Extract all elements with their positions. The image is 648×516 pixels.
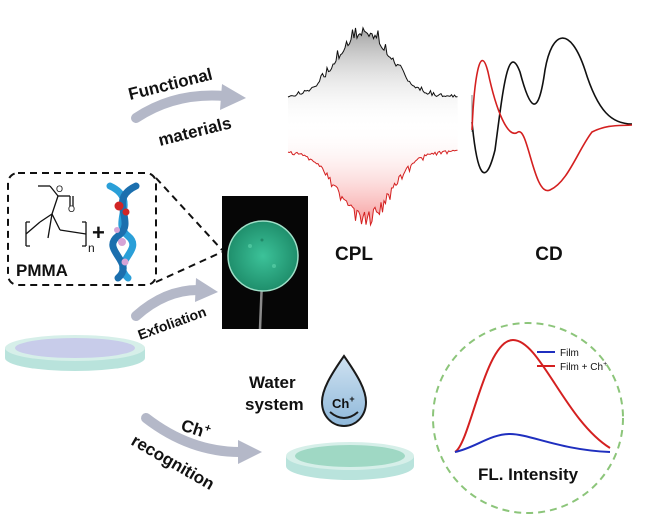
fl-intensity-label: FL. Intensity — [478, 465, 579, 484]
pmma-label: PMMA — [16, 261, 68, 280]
water-label-line2: system — [245, 395, 304, 414]
leader-line-bottom — [155, 251, 223, 283]
cpl-red-fill — [288, 124, 458, 225]
legend-film-ch-label: Film + Ch+ — [560, 361, 607, 373]
leader-line-top — [155, 177, 223, 251]
arrow-exfoliation-group: Exfoliation — [131, 278, 218, 343]
film-photo — [222, 196, 308, 330]
fl-red-curve — [454, 338, 611, 453]
water-drop-icon: Ch+ — [320, 354, 368, 428]
pmma-subscript-n: n — [88, 241, 95, 255]
cd-label: CD — [535, 244, 562, 265]
cd-spectra: CD — [471, 37, 633, 265]
pmma-helix-box: O O n + PMMA — [7, 172, 223, 286]
water-system-group: Water system Ch+ — [245, 354, 368, 428]
arrow-head — [238, 440, 262, 464]
curved-arrow-icon — [141, 413, 245, 457]
cpl-black-fill — [288, 27, 458, 130]
arrow-recognition-group: Ch+ recognition — [128, 413, 262, 494]
pmma-structure-icon — [25, 185, 87, 247]
cpl-black-trace — [287, 26, 458, 98]
arrow-head — [220, 84, 246, 110]
legend-film-label: Film — [560, 348, 579, 359]
cd-red-trace — [471, 59, 633, 192]
dna-helix-icon — [106, 182, 140, 282]
cd-black-trace — [471, 37, 633, 174]
cpl-spectra: CPL — [287, 26, 458, 265]
curved-arrow-icon — [131, 90, 230, 123]
cpl-red-trace — [287, 149, 458, 227]
svg-text:Ch+: Ch+ — [332, 394, 355, 411]
arrow-head — [195, 278, 218, 302]
substrate-disk-bottom — [286, 442, 414, 480]
fl-intensity-panel: Film Film + Ch+ FL. Intensity — [432, 322, 624, 514]
fl-blue-curve — [454, 432, 611, 453]
plus-sign: + — [92, 220, 105, 245]
water-label-line1: Water — [249, 373, 296, 392]
dashed-circle — [432, 322, 624, 514]
arrow-functional-group: Functional materials — [126, 65, 246, 150]
cpl-label: CPL — [335, 244, 373, 265]
substrate-disk-left — [5, 335, 145, 371]
pmma-oxygen-1: O — [56, 184, 63, 194]
functional-label-line2: materials — [156, 113, 233, 150]
curved-arrow-icon — [131, 285, 203, 321]
pmma-oxygen-2: O — [68, 204, 75, 214]
